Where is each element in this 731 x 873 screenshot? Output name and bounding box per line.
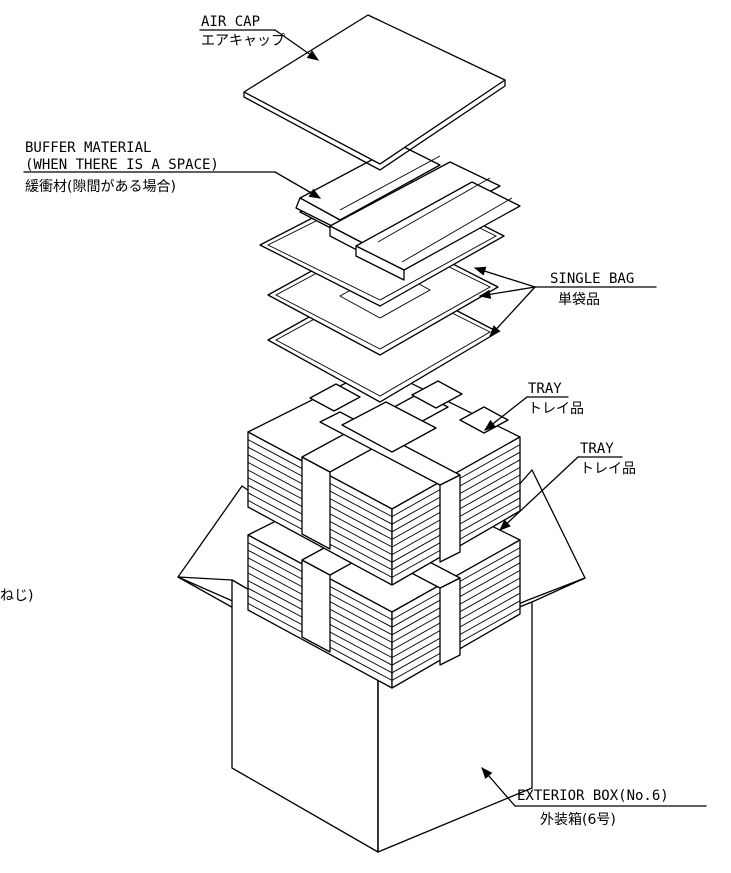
tray-layer-line (247, 439, 521, 518)
leader-lines (23, 29, 707, 807)
tray-layer-line (247, 603, 521, 681)
tray-layer-line (247, 595, 521, 674)
buffer-material (295, 144, 521, 281)
tray-layer-line (247, 469, 521, 548)
cut-off-text: ねじ) (0, 588, 33, 604)
tray-layer-line (247, 580, 521, 659)
tray-layer-line (247, 477, 521, 556)
air-cap-label-jp: エアキャップ (201, 33, 285, 49)
tray-right-label-jp: トレイ品 (580, 461, 636, 477)
tray-layer-line (247, 557, 521, 636)
tray-right-label: TRAY (580, 441, 614, 457)
tray-layer-line (247, 500, 521, 578)
tray-layer-line (247, 587, 521, 666)
tray-top-label-jp: トレイ品 (528, 401, 584, 417)
single-bag-label: SINGLE BAG (550, 271, 634, 287)
single-bag-label-jp: 単袋品 (558, 292, 600, 308)
tray-layer-line (247, 549, 521, 628)
tray-layer-line (247, 542, 521, 621)
exterior-box-label-jp: 外装箱(6号) (540, 812, 616, 828)
tray-layer-line (247, 492, 521, 571)
buffer-label-note: (WHEN THERE IS A SPACE) (25, 157, 219, 173)
buffer-label-jp: 緩衝材(隙間がある場合) (25, 179, 176, 195)
tray-layer-line (247, 565, 521, 643)
tray-stack-upper (247, 366, 521, 586)
air-cap-label: AIR CAP (201, 14, 260, 30)
tray-layer-line (247, 454, 521, 533)
tray-layer-line (247, 484, 521, 563)
exterior-box-label: EXTERIOR BOX(No.6) (517, 788, 669, 804)
buffer-label: BUFFER MATERIAL (25, 140, 151, 156)
tray-layer-line (247, 462, 521, 540)
tray-layer-line (247, 572, 521, 651)
tray-top-label: TRAY (528, 381, 562, 397)
tray-layer-line (247, 446, 521, 525)
